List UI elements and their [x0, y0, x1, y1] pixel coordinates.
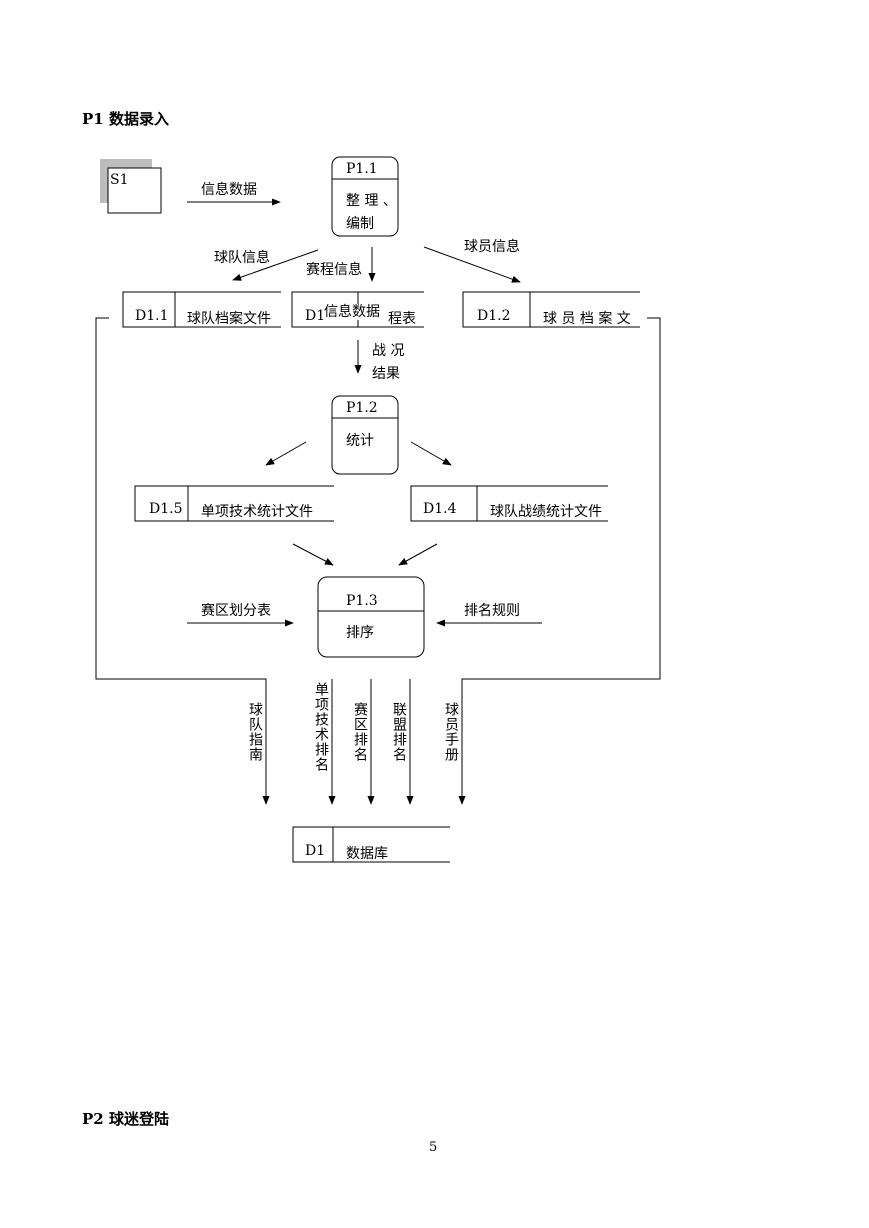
store-d11-name: 球队档案文件	[187, 311, 271, 327]
process-p12-name: 统计	[346, 433, 374, 449]
flow-player-info-label: 球员信息	[464, 239, 520, 255]
flow-player-handbook-line	[458, 317, 661, 805]
process-p13-id: P1.3	[346, 593, 378, 609]
store-d11-id: D1.1	[135, 308, 169, 324]
store-d15-id: D1.5	[149, 501, 183, 517]
section-heading-p2: P2 球迷登陆	[82, 1110, 169, 1128]
flow-d15-to-p13-arrow	[292, 543, 334, 566]
flow-d14-to-p13-arrow	[398, 543, 438, 566]
store-d12-id: D1.2	[477, 308, 511, 324]
flow-schedule-info-label: 赛程信息	[306, 262, 362, 278]
flow-team-info-arrow	[232, 249, 319, 281]
store-d12-shape	[462, 291, 640, 328]
flow-league-rank-label: 联盟排名	[391, 702, 407, 762]
store-d1x-overlay-label: 信息数据	[324, 304, 380, 320]
flow-player-handbook-label: 球员手册	[443, 702, 459, 762]
process-p13-name: 排序	[346, 625, 374, 641]
flow-ranking-rules-label: 排名规则	[464, 603, 520, 619]
process-p11-name-line2: 编制	[346, 216, 374, 232]
store-d12-name: 球 员 档 案 文	[543, 311, 631, 327]
source-entity-s1	[100, 159, 162, 214]
flow-battle-result-label-line2: 结果	[372, 366, 400, 382]
flow-division-rank-label: 赛区排名	[352, 702, 368, 762]
store-d1x-id: D1	[305, 308, 326, 324]
source-s1-label: S1	[110, 172, 129, 188]
process-p11-shape	[331, 156, 399, 237]
flow-team-guide-label: 球队指南	[247, 702, 263, 762]
flow-info-data-label: 信息数据	[201, 182, 257, 198]
flow-battle-result-label-line1: 战 况	[372, 343, 405, 359]
flow-p12-to-d15-arrow	[265, 441, 307, 466]
flow-player-info-arrow	[423, 246, 521, 283]
store-d15-shape	[134, 485, 334, 522]
process-p12-id: P1.2	[346, 400, 378, 416]
flow-p12-to-d14-arrow	[410, 441, 452, 466]
flow-division-table-label: 赛区划分表	[201, 603, 271, 619]
store-d1x-name: 程表	[388, 311, 416, 327]
process-p11-id: P1.1	[346, 161, 378, 177]
store-d1-id: D1	[305, 843, 326, 859]
process-p12-shape	[331, 395, 399, 475]
process-p11-name-line1: 整 理 、	[346, 193, 397, 209]
store-d11-shape	[122, 291, 281, 328]
store-d15-name: 单项技术统计文件	[201, 504, 313, 520]
page-number: 5	[429, 1140, 438, 1155]
store-d14-id: D1.4	[423, 501, 457, 517]
flow-team-info-label: 球队信息	[214, 250, 270, 266]
store-d14-shape	[410, 485, 608, 522]
flow-single-tech-rank-label: 单项技术排名	[313, 682, 329, 772]
store-d1-name: 数据库	[346, 846, 388, 862]
flow-team-guide-line	[95, 317, 270, 805]
process-p13-shape	[317, 576, 425, 658]
store-d14-name: 球队战绩统计文件	[490, 504, 602, 520]
section-heading-p1: P1 数据录入	[82, 110, 169, 128]
store-d1-shape	[292, 826, 450, 863]
